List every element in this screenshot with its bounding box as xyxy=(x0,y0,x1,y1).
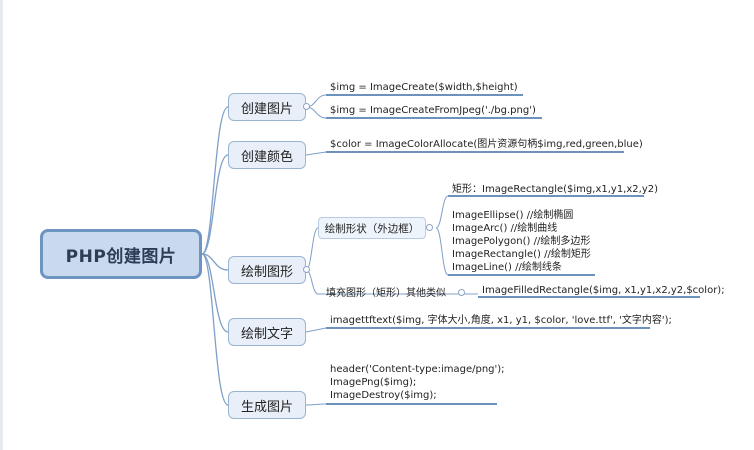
root-label: PHP创建图片 xyxy=(65,246,177,267)
leaf-text: ImageArc() //绘制曲线 xyxy=(452,223,558,234)
leaf-text: $img = ImageCreate($width,$height) xyxy=(330,82,518,93)
leaf-text: 矩形：ImageRectangle($img,x1,y1,x2,y2) xyxy=(452,184,659,195)
leaf-text: ImageRectangle() //绘制矩形 xyxy=(452,249,591,260)
branch-label: 生成图片 xyxy=(240,399,293,415)
branch-output-image[interactable]: 生成图片 xyxy=(228,391,306,419)
branch-label: 绘制文字 xyxy=(240,326,293,342)
leaf-text: ImageEllipse() //绘制椭圆 xyxy=(452,210,574,221)
sub-node-label: 填充图形（矩形）其他类似 xyxy=(326,288,446,299)
leaf-text: ImageLine() //绘制线条 xyxy=(452,262,562,273)
leaf-text: ImagePng($img); xyxy=(330,377,417,388)
leaf-text: ImageDestroy($img); xyxy=(330,390,437,401)
collapse-toggle-icon[interactable] xyxy=(303,103,310,110)
branch-label: 创建图片 xyxy=(240,101,293,117)
leaf-text: ImageFilledRectangle($img, x1,y1,x2,y2,$… xyxy=(482,285,725,296)
branch-create-color[interactable]: 创建颜色 xyxy=(228,141,306,169)
root-node[interactable]: PHP创建图片 xyxy=(40,229,202,279)
branch-draw-text[interactable]: 绘制文字 xyxy=(228,318,306,346)
sub-node-outline[interactable]: 绘制形状（外边框） xyxy=(318,217,426,239)
branch-label: 创建颜色 xyxy=(240,149,293,165)
leaf-text: $img = ImageCreateFromJpeg('./bg.png') xyxy=(330,105,536,116)
branch-label: 绘制图形 xyxy=(240,264,293,280)
collapse-toggle-icon[interactable] xyxy=(426,224,433,231)
left-border xyxy=(0,0,3,450)
branch-draw-shape[interactable]: 绘制图形 xyxy=(228,256,306,284)
leaf-text: header('Content-type:image/png'); xyxy=(330,364,505,375)
collapse-toggle-icon[interactable] xyxy=(458,289,465,296)
leaf-text: imagettftext($img, 字体大小,角度, x1, y1, $col… xyxy=(330,315,672,326)
sub-node-fill[interactable]: 填充图形（矩形）其他类似 xyxy=(326,287,446,300)
collapse-toggle-icon[interactable] xyxy=(303,266,310,273)
branch-create-image[interactable]: 创建图片 xyxy=(228,93,306,121)
sub-node-label: 绘制形状（外边框） xyxy=(324,222,420,235)
leaf-text: ImagePolygon() //绘制多边形 xyxy=(452,236,591,247)
leaf-text: $color = ImageColorAllocate(图片资源句柄$img,r… xyxy=(330,139,643,150)
